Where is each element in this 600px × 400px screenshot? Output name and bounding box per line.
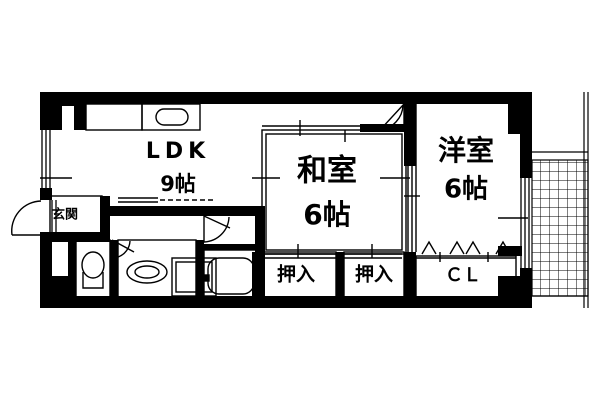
- window-left-ldk: [41, 120, 51, 190]
- oshiire-rails: [262, 253, 402, 259]
- kitchen-counter-right: [141, 103, 201, 131]
- corridor-rail-1: [118, 197, 158, 203]
- washer-space-icon: [171, 257, 217, 297]
- interior-thin-lines: [11, 103, 528, 299]
- wash-basin-icon: [126, 260, 168, 284]
- entry-door-arc: [11, 200, 42, 236]
- window-right-balcony: [520, 178, 530, 268]
- room-label-ldk-name: LDK: [146, 139, 210, 164]
- area-labels: 玄関 押入 押入 ＣＬ: [52, 207, 481, 287]
- label-oshiire-2: 押入: [355, 263, 393, 286]
- wall-toilet-right: [110, 240, 118, 298]
- wall-top-left-stub: [62, 92, 74, 106]
- wall-top: [40, 92, 532, 104]
- oshiire-2: [343, 251, 405, 299]
- window-genkan-side: [51, 200, 57, 234]
- wall-right-lower: [520, 268, 532, 308]
- oshiire-1: [259, 251, 337, 299]
- toilet-door-line: [111, 239, 135, 253]
- wall-right-upper: [520, 92, 532, 178]
- wall-genkan-bottom: [40, 232, 110, 242]
- wall-yoshitsu-stub: [498, 246, 522, 256]
- bathroom: [203, 249, 257, 299]
- bath-door-arc: [203, 216, 230, 243]
- hanger-mark-1: [421, 240, 437, 255]
- sink-basin-icon: [155, 108, 189, 126]
- label-genkan: 玄関: [52, 207, 78, 223]
- wall-notch: [62, 106, 74, 126]
- windows: [41, 120, 530, 268]
- hanger-mark-3: [465, 240, 481, 255]
- structural-walls: [40, 92, 532, 308]
- wall-bathblock-top: [110, 206, 262, 216]
- toilet-tank-icon: [82, 272, 104, 289]
- balcony: [531, 92, 589, 308]
- wall-toilet-left: [68, 240, 76, 298]
- wall-oshiire-divider: [336, 252, 344, 298]
- room-label-ldk-size: 9帖: [160, 172, 196, 196]
- genkan-box: [49, 195, 103, 235]
- wall-genkan-right: [100, 196, 110, 240]
- wash-basin-bowl-icon: [134, 265, 160, 279]
- wall-mid-upper: [404, 104, 416, 166]
- hanger-mark-4: [495, 240, 511, 255]
- washitsu-right-rail: [407, 166, 413, 252]
- washer-space-inner: [175, 261, 213, 293]
- bath-door-line: [203, 215, 231, 242]
- cl-ticks: [439, 252, 489, 262]
- balcony-rail: [583, 92, 589, 308]
- room-labels: LDK 9帖 和室 6帖 洋室 6帖: [146, 134, 494, 231]
- wall-bath-left: [196, 240, 204, 298]
- hanger-mark-2: [449, 240, 465, 255]
- room-label-washitsu-size: 6帖: [303, 198, 350, 231]
- label-oshiire-1: 押入: [277, 263, 315, 286]
- toilet-bowl-icon: [81, 251, 105, 279]
- wall-left-upper: [40, 92, 52, 120]
- washroom: [117, 239, 197, 299]
- bathtub-icon: [207, 257, 255, 295]
- balcony-grid-icon: [531, 159, 589, 297]
- wall-bath-top: [196, 244, 262, 250]
- room-label-yoshitsu-size: 6帖: [444, 175, 488, 205]
- toilet-door-arc: [111, 240, 131, 259]
- wall-top-left-block2: [74, 92, 86, 130]
- washitsu-inner-outline: [265, 133, 403, 251]
- toilet-room: [75, 239, 111, 299]
- mid-door-line: [379, 103, 405, 132]
- wall-mid-lower: [404, 252, 416, 308]
- room-label-washitsu-name: 和室: [297, 154, 357, 189]
- washer-drain-icon: [202, 274, 210, 282]
- room-label-yoshitsu-name: 洋室: [438, 134, 494, 167]
- label-closet-cl: ＣＬ: [445, 265, 481, 286]
- mid-door-arc: [379, 104, 404, 131]
- wall-left-mullion: [40, 188, 52, 200]
- cl-closet: [415, 255, 517, 299]
